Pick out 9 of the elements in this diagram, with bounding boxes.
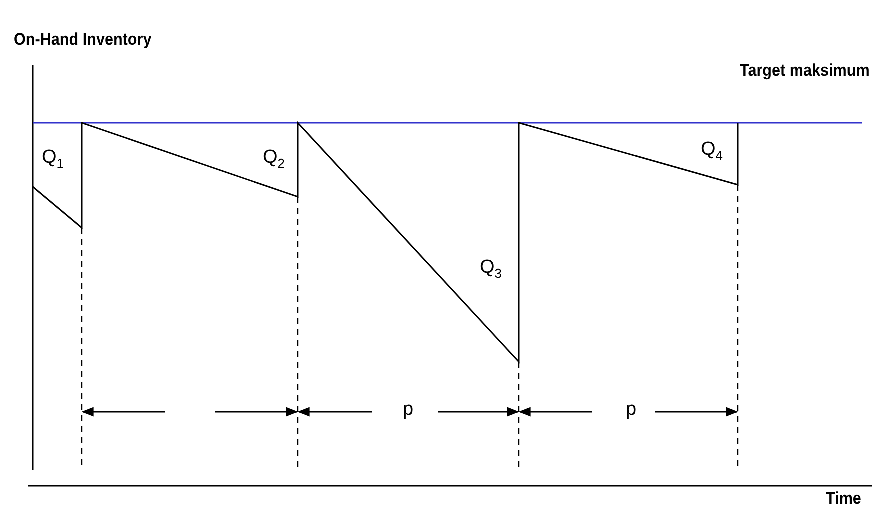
quantity-label: Q$_{1}$ — [42, 148, 64, 170]
axis-title: On-Hand Inventory — [14, 31, 152, 48]
reference-line-label: Target maksimum — [740, 62, 870, 79]
axis-title: Time — [826, 490, 862, 507]
quantity-label: Q$_{4}$ — [701, 140, 724, 162]
quantity-label: Q$_{2}$ — [263, 148, 286, 170]
period-label: p — [626, 400, 637, 419]
quantity-label: Q$_{3}$ — [480, 258, 502, 280]
period-label: p — [403, 400, 414, 419]
